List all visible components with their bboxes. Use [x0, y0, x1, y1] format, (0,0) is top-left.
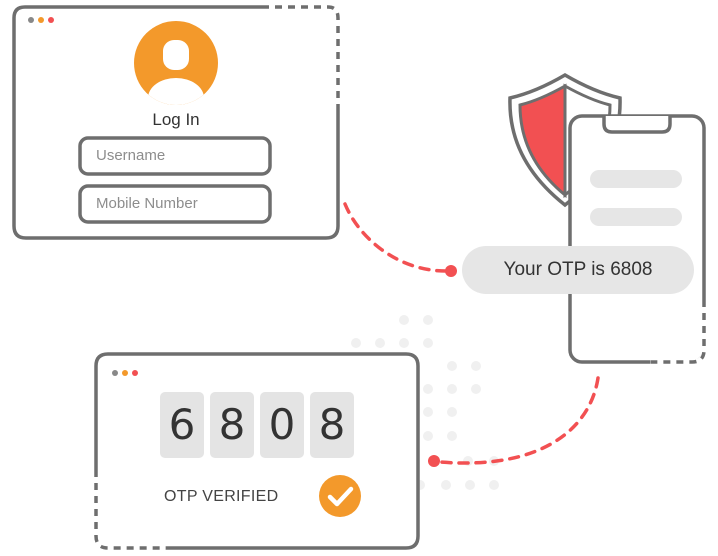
otp-digit-tile — [260, 392, 304, 458]
phone — [568, 114, 707, 365]
connector-login-to-phone — [343, 202, 450, 273]
username-input[interactable]: Username — [96, 147, 166, 164]
username-field-box — [78, 136, 272, 176]
otp-message-bubble — [462, 246, 694, 294]
otp-digit-2[interactable]: 8 — [218, 400, 246, 449]
connector-dot — [445, 265, 457, 277]
connector-dot — [428, 455, 440, 467]
otp-window — [93, 352, 420, 551]
otp-digit-1[interactable]: 6 — [168, 400, 196, 449]
checkmark-icon — [319, 475, 361, 517]
connector-phone-to-otp — [438, 376, 600, 465]
otp-digit-3[interactable]: 0 — [268, 400, 296, 449]
otp-verified-status: OTP VERIFIED — [164, 488, 279, 505]
login-window — [12, 4, 341, 240]
otp-digit-4[interactable]: 8 — [318, 400, 346, 449]
otp-digit-tile — [310, 392, 354, 458]
mobile-number-input[interactable]: Mobile Number — [96, 195, 198, 212]
otp-message-text: Your OTP is 6808 — [503, 259, 653, 280]
login-title: Log In — [152, 110, 200, 129]
mobile-field-box — [78, 184, 272, 224]
user-avatar-icon — [134, 21, 218, 105]
otp-digit-tile — [160, 392, 204, 458]
otp-digit-tile — [210, 392, 254, 458]
